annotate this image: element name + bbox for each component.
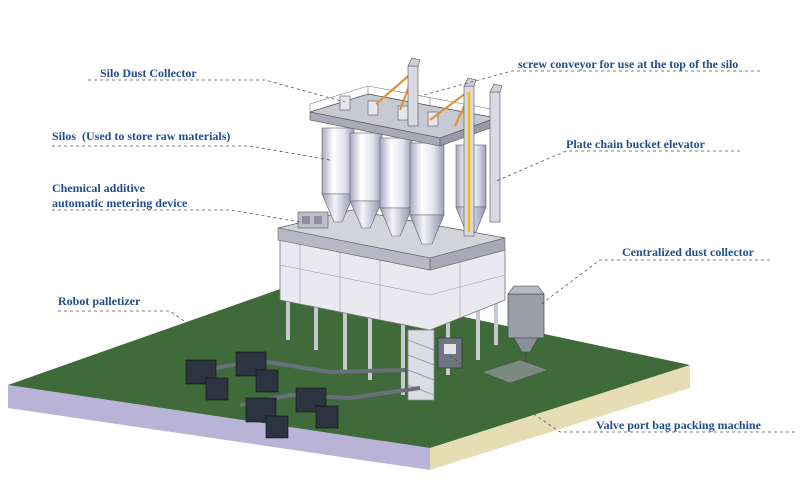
silo-2 bbox=[349, 132, 383, 229]
robot-palletizers bbox=[185, 351, 339, 439]
leader-screw-conveyor bbox=[419, 70, 760, 97]
leader-chemical-additive bbox=[52, 209, 301, 223]
chemical-additive-metering-device bbox=[297, 211, 329, 229]
lower-structure-bracing bbox=[279, 245, 506, 320]
leader-silos bbox=[52, 145, 331, 161]
label-silos: Silos (Used to store raw materials) bbox=[52, 129, 231, 143]
label-valve-port-packing: Valve port bag packing machine bbox=[596, 418, 761, 432]
label-screw-conveyor: screw conveyor for use at the top of the… bbox=[518, 57, 739, 71]
leader-silo-dust-collector bbox=[88, 79, 346, 103]
label-chemical-additive-line2: automatic metering device bbox=[52, 196, 188, 210]
ground-top-face bbox=[8, 282, 690, 448]
leader-robot-palletizer bbox=[58, 310, 223, 349]
robot-palletizer-4 bbox=[295, 387, 339, 429]
valve-port-packing-machine bbox=[437, 337, 463, 369]
robot-palletizer-2 bbox=[235, 351, 279, 393]
main-platform-side bbox=[429, 237, 506, 271]
bucket-elevator-2 bbox=[463, 77, 477, 237]
robot-palletizer-1 bbox=[185, 359, 229, 401]
ground-side-face bbox=[430, 365, 690, 470]
label-centralized-dust-collector: Centralized dust collector bbox=[622, 245, 754, 259]
silo-4 bbox=[409, 142, 445, 245]
leader-valve-port-packing bbox=[449, 355, 795, 433]
centralized-dust-collector bbox=[507, 285, 545, 362]
ground-front-face bbox=[8, 385, 430, 470]
label-plate-chain-elevator: Plate chain bucket elevator bbox=[566, 137, 705, 151]
bucket-elevator-3 bbox=[489, 83, 503, 223]
silo-1 bbox=[321, 127, 355, 223]
bucket-elevator-1 bbox=[407, 57, 421, 127]
leader-centralized-dust-collector bbox=[539, 259, 770, 306]
robot-palletizer-3 bbox=[245, 397, 289, 439]
label-robot-palletizer: Robot palletizer bbox=[58, 294, 141, 308]
leader-plate-chain-elevator bbox=[493, 150, 740, 183]
label-silo-dust-collector: Silo Dust Collector bbox=[100, 66, 197, 80]
leader-lines bbox=[52, 70, 795, 433]
ground-slab bbox=[8, 282, 690, 470]
stair-tower bbox=[407, 329, 435, 401]
silo-3 bbox=[379, 137, 413, 237]
floor-grate bbox=[481, 359, 549, 384]
label-chemical-additive-line1: Chemical additive bbox=[52, 181, 145, 195]
